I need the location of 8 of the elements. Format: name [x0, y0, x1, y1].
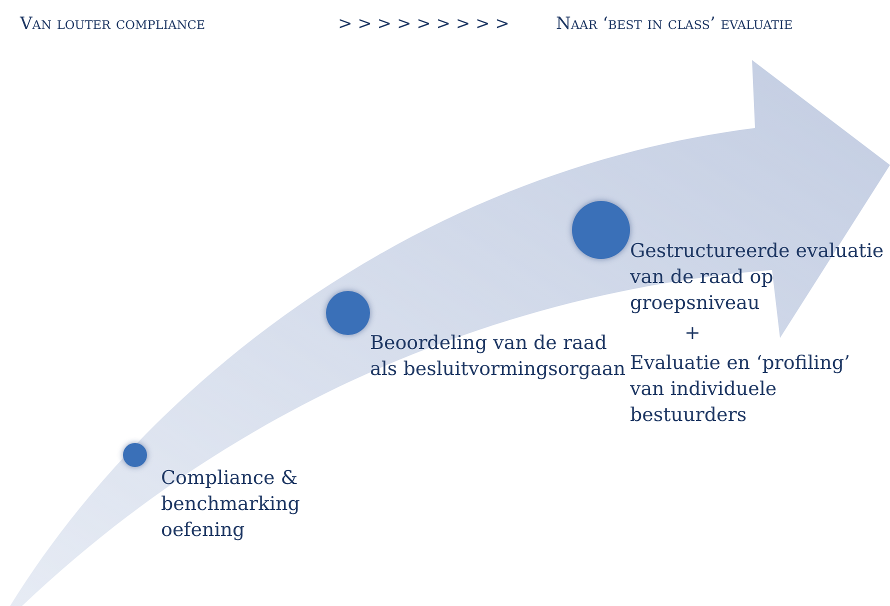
stage-description: Compliance & benchmarking oefening — [161, 466, 301, 543]
stage-description: Beoordeling van de raad als besluitvormingsorgaan — [370, 331, 626, 382]
stage-description: Gestructureerde evaluatie van de raad op groepsniveau — [630, 239, 885, 316]
heading-label: > > > > > > > > > — [338, 14, 510, 34]
heading-label: Van louter compliance — [20, 14, 206, 34]
plus-sign: + — [684, 321, 700, 346]
stage-description: Evaluatie en ‘profiling’ van individuele bestuurders — [630, 351, 852, 428]
heading-label: Naar ‘best in class’ evaluatie — [556, 14, 793, 34]
